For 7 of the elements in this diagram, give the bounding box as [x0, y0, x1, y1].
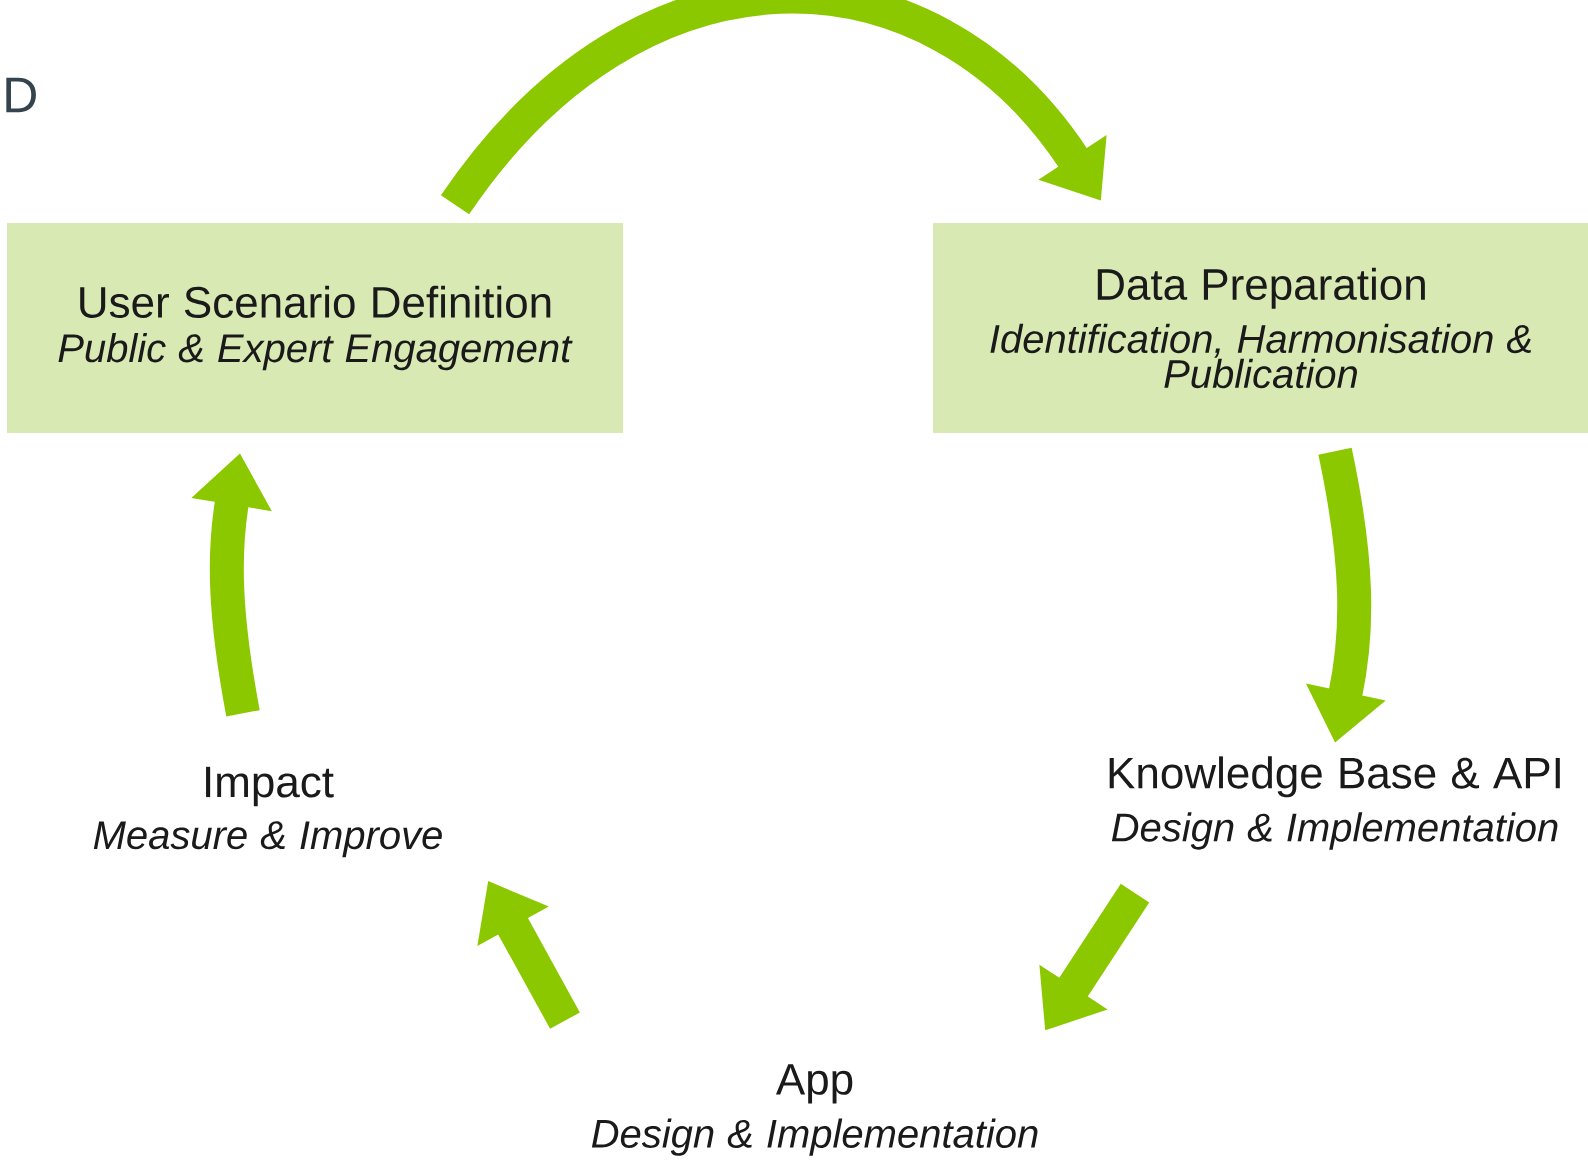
curved-arrow	[441, 0, 1107, 216]
step-box: Data Preparation Identification, Harmonisation & Publication	[933, 223, 1588, 433]
step-label: Knowledge Base & API Design & Implementation	[1109, 756, 1560, 850]
step-label: App Design & Implementation	[591, 1064, 1038, 1156]
step-box: User Scenario Definition Public & Expert Engagement	[7, 223, 623, 433]
title-fragment: D	[6, 77, 36, 113]
step-label: Impact Measure & Improve	[93, 766, 442, 858]
